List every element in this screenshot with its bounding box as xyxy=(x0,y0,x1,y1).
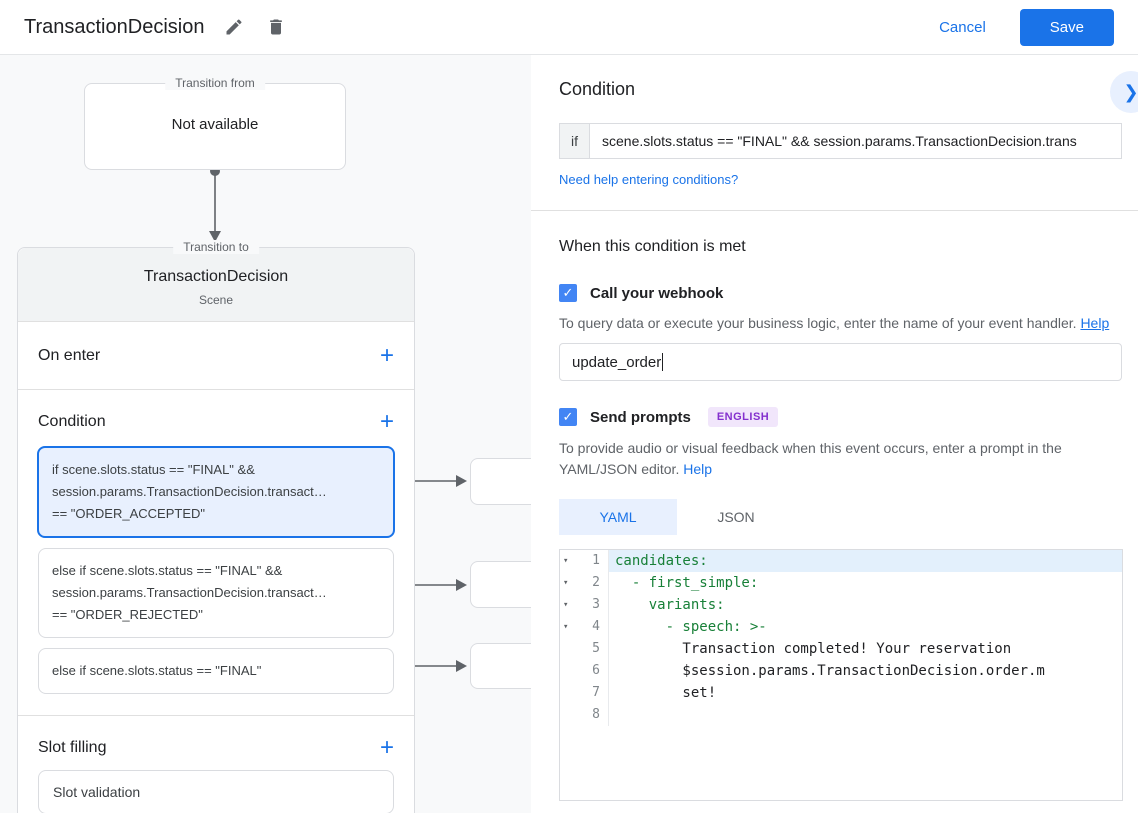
prompts-description: To provide audio or visual feedback when… xyxy=(559,438,1119,480)
fold-icon[interactable]: ▾ xyxy=(563,622,569,632)
condition-expression-row: if xyxy=(559,123,1122,159)
fold-icon[interactable]: ▾ xyxy=(563,556,569,566)
fold-icon[interactable]: ▾ xyxy=(563,578,569,588)
editor-code: - speech: >- xyxy=(615,619,767,635)
webhook-checkbox[interactable]: ✓ xyxy=(559,284,577,302)
scene-card: Transition to TransactionDecision Scene … xyxy=(17,240,415,813)
delete-button[interactable] xyxy=(264,15,288,39)
line-number: 5 xyxy=(592,641,600,656)
line-number: 3 xyxy=(592,597,600,612)
slot-filling-section-header: Slot filling + xyxy=(18,716,414,770)
prompts-checkbox-row: ✓ Send prompts ENGLISH xyxy=(559,407,1122,427)
tab-json[interactable]: JSON xyxy=(717,509,755,525)
page-title: TransactionDecision xyxy=(24,15,205,38)
editor-tabs: YAML JSON xyxy=(559,499,1122,535)
webhook-input[interactable]: update_order xyxy=(559,343,1122,381)
condition-label: Condition xyxy=(38,413,106,430)
transition-from-box: Transition from Not available xyxy=(84,76,346,170)
prompts-label: Send prompts xyxy=(590,408,691,426)
editor-code: candidates: xyxy=(609,550,1122,572)
condition-help-link[interactable]: Need help entering conditions? xyxy=(559,172,739,187)
save-button[interactable]: Save xyxy=(1019,8,1114,46)
on-enter-section: On enter + xyxy=(18,322,414,390)
prompts-help-link[interactable]: Help xyxy=(683,461,713,477)
scene-subtitle: Scene xyxy=(198,293,234,307)
condition-section-header: Condition + xyxy=(18,390,414,446)
line-number: 1 xyxy=(592,553,600,568)
transition-from-label: Transition from xyxy=(165,76,265,90)
when-condition-met-section: When this condition is met ✓ Call your w… xyxy=(531,211,1138,801)
trash-icon xyxy=(270,19,283,35)
editor-line: ▾ 2 - first_simple: xyxy=(560,572,1122,594)
webhook-description-text: To query data or execute your business l… xyxy=(559,315,1077,331)
condition-card-rejected[interactable]: else if scene.slots.status == "FINAL" &&… xyxy=(38,548,394,638)
add-on-enter-button[interactable]: + xyxy=(379,341,394,369)
editor-code: $session.params.TransactionDecision.orde… xyxy=(615,663,1045,679)
prompts-checkbox[interactable]: ✓ xyxy=(559,408,577,426)
language-badge: ENGLISH xyxy=(707,407,779,427)
transition-target-box[interactable] xyxy=(470,643,531,689)
webhook-help-link[interactable]: Help xyxy=(1080,315,1110,331)
editor-line: ▾ 1 candidates: xyxy=(560,550,1122,572)
chevron-right-icon: ❯ xyxy=(1123,81,1138,102)
tab-yaml[interactable]: YAML xyxy=(559,499,677,535)
condition-expression-input[interactable] xyxy=(589,123,1122,159)
editor-line: 8 xyxy=(560,704,1122,726)
line-number: 7 xyxy=(592,685,600,700)
editor-line: 7 set! xyxy=(560,682,1122,704)
editor-line: ▾ 3 variants: xyxy=(560,594,1122,616)
yaml-editor[interactable]: ▾ 1 candidates: ▾ 2 - first_simple: ▾ 3 var… xyxy=(559,549,1123,801)
fold-icon[interactable]: ▾ xyxy=(563,600,569,610)
condition-card-final[interactable]: else if scene.slots.status == "FINAL" xyxy=(38,648,394,694)
edit-button[interactable] xyxy=(222,15,246,39)
scene-title: TransactionDecision xyxy=(143,268,289,285)
line-number: 6 xyxy=(592,663,600,678)
check-icon: ✓ xyxy=(562,409,574,424)
transition-target-box[interactable] xyxy=(470,561,531,608)
editor-line: 5 Transaction completed! Your reservatio… xyxy=(560,638,1122,660)
webhook-checkbox-row: ✓ Call your webhook xyxy=(559,284,1122,302)
top-bar: TransactionDecision Cancel Save xyxy=(0,0,1138,55)
editor-code xyxy=(609,704,1122,726)
text-caret xyxy=(662,353,664,371)
check-icon: ✓ xyxy=(562,285,574,300)
editor-line: ▾ 4 - speech: >- xyxy=(560,616,1122,638)
transition-from-content: Not available xyxy=(171,116,259,133)
prompts-description-text: To provide audio or visual feedback when… xyxy=(559,440,1062,477)
line-number: 8 xyxy=(592,707,600,722)
webhook-label: Call your webhook xyxy=(590,284,724,302)
condition-header-section: Condition ❯ if Need help entering condit… xyxy=(531,55,1138,211)
editor-code: Transaction completed! Your reservation xyxy=(615,641,1012,657)
condition-detail-panel: Condition ❯ if Need help entering condit… xyxy=(531,55,1138,813)
add-condition-button[interactable]: + xyxy=(379,408,394,435)
collapse-panel-button[interactable]: ❯ xyxy=(1110,71,1138,113)
editor-code: - first_simple: xyxy=(615,575,759,591)
scene-header: TransactionDecision Scene xyxy=(18,248,414,322)
slot-filling-label: Slot filling xyxy=(38,739,107,756)
webhook-description: To query data or execute your business l… xyxy=(559,313,1119,334)
divider xyxy=(531,210,1138,211)
line-number: 4 xyxy=(592,619,600,634)
add-slot-button[interactable]: + xyxy=(379,734,394,761)
transition-to-label: Transition to xyxy=(173,240,259,254)
panel-title: Condition xyxy=(559,79,636,99)
if-label: if xyxy=(559,123,589,159)
cancel-button[interactable]: Cancel xyxy=(939,18,986,36)
slot-validation-card[interactable]: Slot validation xyxy=(38,770,394,813)
on-enter-label: On enter xyxy=(38,346,101,364)
line-number: 2 xyxy=(592,575,600,590)
pencil-icon xyxy=(226,19,242,35)
when-condition-met-title: When this condition is met xyxy=(559,238,746,255)
flow-canvas: Transition from Not available Transition… xyxy=(0,55,531,813)
condition-card-accepted[interactable]: if scene.slots.status == "FINAL" && sess… xyxy=(37,446,395,538)
editor-code: set! xyxy=(615,685,717,701)
editor-line: 6 $session.params.TransactionDecision.or… xyxy=(560,660,1122,682)
webhook-input-value: update_order xyxy=(572,353,662,371)
transition-target-box[interactable] xyxy=(470,458,531,505)
editor-code: variants: xyxy=(615,597,725,613)
divider xyxy=(18,715,414,716)
